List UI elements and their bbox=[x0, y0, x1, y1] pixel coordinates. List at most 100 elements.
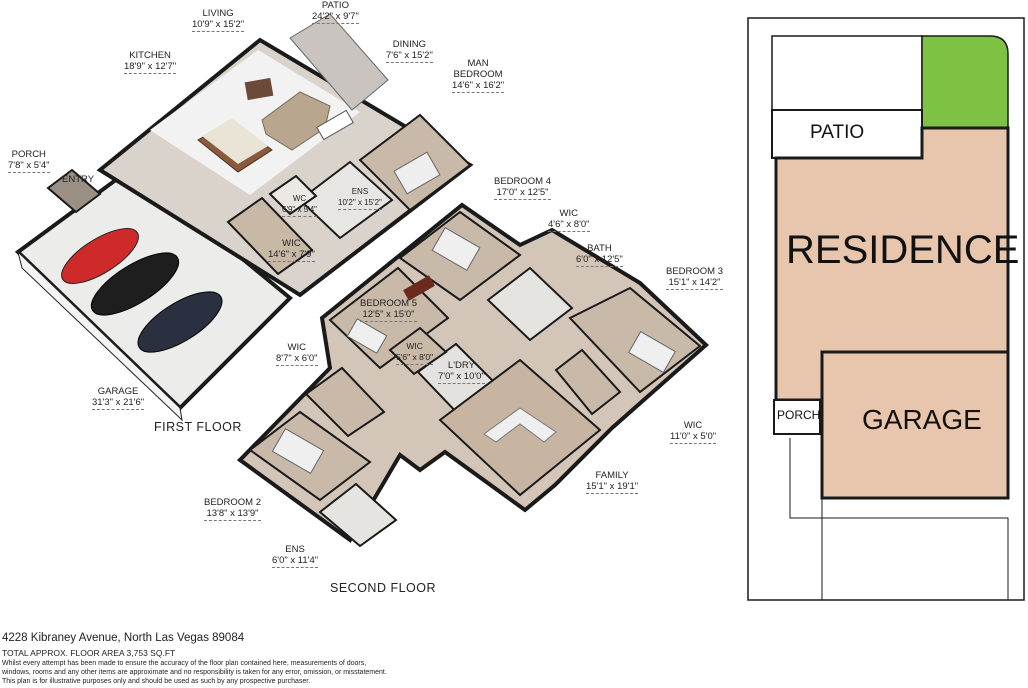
wc-name: WC bbox=[292, 194, 307, 203]
car-navy bbox=[137, 291, 223, 353]
total-area: TOTAL APPROX. FLOOR AREA 3,753 SQ.FT bbox=[2, 648, 176, 658]
label-patio: PATIO 24'2" x 9'7" bbox=[312, 0, 359, 24]
address: 4228 Kibraney Avenue, North Las Vegas 89… bbox=[2, 632, 245, 644]
family-floor bbox=[438, 358, 602, 497]
family-name: FAMILY bbox=[595, 470, 629, 481]
label-wic-first: WIC 14'6" x 7'9" bbox=[268, 238, 315, 262]
dining-name: DINING bbox=[392, 39, 427, 50]
wic-b3-name: WIC bbox=[683, 420, 703, 431]
man-bedroom-bed bbox=[393, 151, 441, 195]
bath-dim: 6'0" x 12'5" bbox=[576, 254, 623, 267]
label-bedroom5: BEDROOM 5 12'5" x 15'0" bbox=[360, 298, 418, 322]
disclaimer-line-2: windows, rooms and any other items are a… bbox=[2, 669, 387, 676]
first-floor-title: FIRST FLOOR bbox=[154, 420, 242, 434]
bath-name: BATH bbox=[587, 243, 612, 254]
wic-b2-dim: 8'7" x 6'0" bbox=[276, 353, 318, 366]
wic-b3-dim: 11'0" x 5'0" bbox=[670, 431, 717, 444]
kitchen-living-floor bbox=[150, 50, 360, 195]
site-residence-label: RESIDENCE bbox=[786, 228, 1020, 272]
bedroom2-bed bbox=[271, 428, 325, 474]
porch-dim: 7'8" x 5'4" bbox=[8, 160, 50, 173]
label-garage: GARAGE 31'3" x 21'6" bbox=[92, 386, 145, 410]
kitchen-name: KITCHEN bbox=[129, 50, 171, 61]
bedroom2-dim: 13'8" x 13'9" bbox=[204, 508, 262, 521]
bedroom4-bed bbox=[431, 227, 481, 271]
label-kitchen: KITCHEN 18'9" x 12'7" bbox=[124, 50, 177, 74]
wic-b4-name: WIC bbox=[559, 208, 578, 219]
label-bedroom2: BEDROOM 2 13'8" x 13'9" bbox=[204, 497, 262, 521]
wic-b5-floor bbox=[388, 326, 448, 376]
label-family: FAMILY 15'1" x 19'1" bbox=[586, 470, 639, 494]
bath-floor bbox=[486, 266, 574, 342]
bedroom3-name: BEDROOM 3 bbox=[666, 266, 724, 277]
site-porch-label: PORCH bbox=[777, 408, 821, 422]
bedroom3-dim: 15'1" x 14'2" bbox=[666, 277, 724, 290]
kitchen-counter bbox=[202, 118, 268, 164]
site-garage-label: GARAGE bbox=[862, 404, 982, 435]
living-name: LIVING bbox=[202, 8, 234, 19]
label-ldry: L'DRY 7'0" x 10'0" bbox=[438, 360, 485, 384]
man-bedroom-name: MAN BEDROOM bbox=[453, 58, 503, 80]
porch-floor bbox=[46, 168, 102, 214]
wic-floor bbox=[226, 196, 314, 276]
second-floor-title: SECOND FLOOR bbox=[330, 581, 437, 595]
man-bedroom-dim: 14'6" x 16'2" bbox=[452, 80, 505, 93]
bedroom5-dim: 12'5" x 15'0" bbox=[360, 309, 418, 322]
family-dim: 15'1" x 19'1" bbox=[586, 481, 639, 494]
label-wic-b2: WIC 8'7" x 6'0" bbox=[276, 342, 318, 366]
label-entry: ENTRY bbox=[62, 174, 94, 185]
label-bath: BATH 6'0" x 12'5" bbox=[576, 243, 623, 267]
ens-second-dim: 6'0" x 11'4" bbox=[272, 555, 319, 568]
ens-floor bbox=[298, 160, 394, 240]
ldry-dim: 7'0" x 10'0" bbox=[438, 371, 485, 384]
patio-name: PATIO bbox=[321, 0, 349, 11]
garage-wall bbox=[17, 250, 183, 422]
bedroom5-dresser bbox=[403, 275, 435, 301]
label-wic-b4: WIC 4'6" x 8'0" bbox=[548, 208, 590, 232]
label-ens-second: ENS 6'0" x 11'4" bbox=[272, 544, 319, 568]
disclaimer-line-1: Whilst every attempt has been made to en… bbox=[2, 660, 367, 667]
garage-name: GARAGE bbox=[97, 386, 139, 397]
kitchen-dim: 18'9" x 12'7" bbox=[124, 61, 177, 74]
dining-table bbox=[316, 109, 354, 141]
porch-name: PORCH bbox=[11, 149, 46, 160]
car-red bbox=[61, 228, 139, 284]
wic-first-dim: 14'6" x 7'9" bbox=[268, 249, 315, 262]
label-wic-b3: WIC 11'0" x 5'0" bbox=[670, 420, 717, 444]
living-dim: 10'9" x 15'2" bbox=[192, 19, 245, 32]
car-black bbox=[90, 252, 180, 316]
wic-first-name: WIC bbox=[282, 238, 301, 249]
wc-floor bbox=[268, 174, 318, 216]
label-bedroom3: BEDROOM 3 15'1" x 14'2" bbox=[666, 266, 724, 290]
driveway bbox=[789, 438, 1009, 600]
ens-second-floor bbox=[318, 482, 398, 548]
bedroom2-name: BEDROOM 2 bbox=[204, 497, 262, 508]
ldry-name: L'DRY bbox=[447, 360, 475, 371]
label-dining: DINING 7'6" x 15'2" bbox=[386, 39, 433, 63]
bedroom5-bed bbox=[346, 318, 388, 354]
garage-dim: 31'3" x 21'6" bbox=[92, 397, 145, 410]
patio-dim: 24'2" x 9'7" bbox=[312, 11, 359, 24]
label-living: LIVING 10'9" x 15'2" bbox=[192, 8, 245, 32]
wic-b2-name: WIC bbox=[287, 342, 306, 353]
label-wc: WC 6'9" x 5'4" bbox=[282, 193, 317, 217]
wic-b3-floor bbox=[554, 348, 622, 416]
disclaimer-line-3: This plan is for illustrative purposes o… bbox=[2, 678, 311, 685]
family-sofa bbox=[483, 407, 557, 443]
label-wic-b5: WIC 5'6" x 8'0" bbox=[396, 341, 434, 365]
bedroom4-dim: 17'0" x 12'5" bbox=[494, 187, 552, 200]
wic-b4-dim: 4'6" x 8'0" bbox=[548, 219, 590, 232]
site-patio-label: PATIO bbox=[810, 122, 865, 143]
wic-b2-floor bbox=[304, 366, 386, 438]
bedroom4-name: BEDROOM 4 bbox=[494, 176, 552, 187]
bedroom3-bed bbox=[627, 330, 677, 374]
site-porch bbox=[773, 399, 821, 435]
label-man-bedroom: MAN BEDROOM 14'6" x 16'2" bbox=[452, 58, 505, 93]
ens-first-dim: 10'2" x 15'2" bbox=[338, 197, 382, 210]
wic-b5-name: WIC bbox=[406, 341, 423, 351]
lawn bbox=[921, 35, 1009, 129]
wic-b5-dim: 5'6" x 8'0" bbox=[396, 352, 434, 365]
